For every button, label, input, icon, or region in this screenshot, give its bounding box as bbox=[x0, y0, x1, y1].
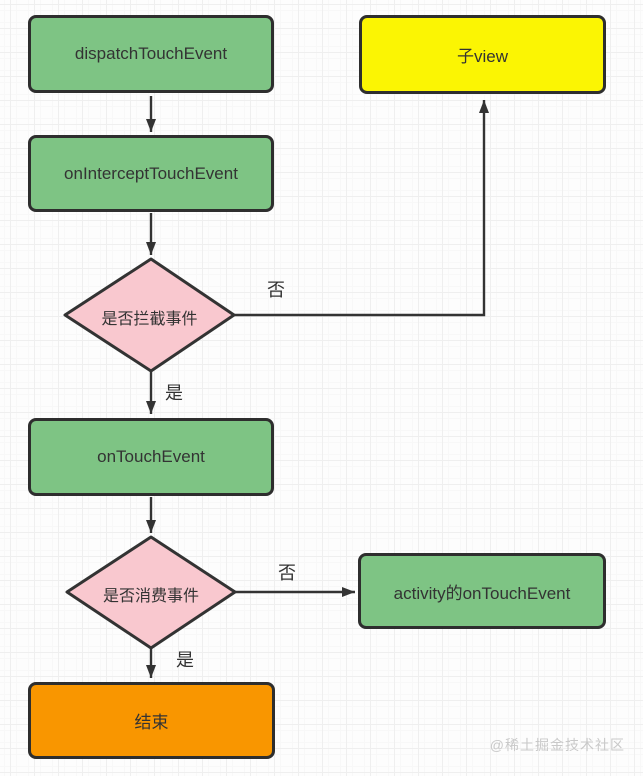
edge-label-consume-yes: 是 bbox=[176, 650, 194, 670]
edge-label-intercept-no: 否 bbox=[267, 280, 285, 300]
edge-label-intercept-yes: 是 bbox=[165, 383, 183, 403]
node-label: dispatchTouchEvent bbox=[74, 44, 228, 63]
node-dispatch-touch-event: dispatchTouchEvent bbox=[28, 15, 274, 93]
node-label: 结束 bbox=[134, 713, 169, 732]
node-label: onTouchEvent bbox=[97, 447, 205, 466]
node-on-touch-event: onTouchEvent bbox=[28, 418, 274, 496]
node-child-view: 子view bbox=[359, 15, 606, 94]
watermark: @稀土掘金技术社区 bbox=[489, 737, 625, 753]
node-activity-on-touch-event: activity的onTouchEvent bbox=[358, 553, 606, 629]
node-label: onInterceptTouchEvent bbox=[64, 163, 238, 183]
node-label: activity的onTouchEvent bbox=[393, 583, 571, 603]
decision-consume-label: 是否消费事件 bbox=[102, 588, 199, 605]
node-end: 结束 bbox=[28, 682, 275, 759]
decision-intercept-label: 是否拦截事件 bbox=[101, 311, 198, 328]
node-on-intercept-touch-event: onInterceptTouchEvent bbox=[28, 135, 274, 212]
node-label: 子view bbox=[456, 47, 508, 66]
edge-label-consume-no: 否 bbox=[278, 563, 296, 583]
